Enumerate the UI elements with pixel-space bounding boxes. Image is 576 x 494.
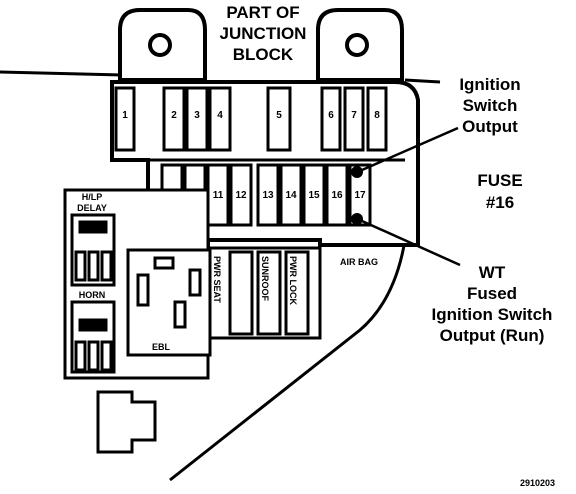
fuse-15-body — [302, 163, 326, 227]
panel-outline — [0, 70, 441, 482]
ignition-callout-1: Ignition — [459, 75, 520, 94]
fuse-6-body — [320, 86, 342, 152]
fuse-15: 15 — [302, 163, 326, 227]
ebl-relay — [126, 248, 212, 357]
wt-callout-1: WT — [479, 263, 506, 282]
fuse-7-body — [343, 86, 365, 152]
fuse-17-label: 17 — [354, 190, 366, 201]
fuse-4-label: 4 — [217, 110, 223, 121]
fuse-5: 5 — [266, 86, 292, 152]
fuse-13: 13 — [256, 163, 280, 227]
title-line-2: JUNCTION — [220, 24, 307, 43]
wt-callout-4: Output (Run) — [440, 326, 545, 345]
ignition-leader — [361, 126, 459, 172]
fuse-3-body — [185, 86, 209, 152]
pwr-seat-label: PWR SEAT — [212, 256, 222, 303]
fuse-4-body — [208, 86, 232, 152]
fuse-1-body — [114, 86, 136, 152]
fuse-1: 1 — [114, 86, 136, 152]
fuse-17: 17 — [348, 163, 372, 227]
lower-connector — [96, 390, 157, 454]
wt-leader — [361, 219, 461, 267]
ebl-label: EBL — [152, 342, 171, 352]
fuse-12-label: 12 — [235, 190, 247, 201]
fuse-8: 8 — [366, 86, 388, 152]
fuse-2-body — [162, 86, 186, 152]
mount-holes — [148, 33, 369, 57]
hlp-label-2: DELAY — [77, 203, 107, 213]
fuse-5-body — [266, 86, 292, 152]
fuse-6-label: 6 — [328, 110, 334, 121]
fuse-14-label: 14 — [285, 190, 297, 201]
wt-callout-3: Ignition Switch — [432, 305, 553, 324]
fuse-15-label: 15 — [308, 190, 320, 201]
fuse-16-terminal-bottom — [351, 213, 363, 225]
mount-ears — [118, 8, 404, 82]
hlp-delay-relay — [70, 213, 116, 287]
air-bag-label: AIR BAG — [340, 257, 378, 267]
fuse-4: 4 — [208, 86, 232, 152]
fuse-17-body — [348, 163, 372, 227]
ignition-callout-3: Output — [462, 117, 518, 136]
fuse-3: 3 — [185, 86, 209, 152]
fuse-14: 14 — [279, 163, 303, 227]
fuse-16-body — [325, 163, 349, 227]
sunroof-label: SUNROOF — [260, 256, 270, 302]
fuse-11-label: 11 — [213, 190, 224, 201]
fuse-callout-1: FUSE — [477, 171, 522, 190]
fuse-13-body — [256, 163, 280, 227]
fuse-callout-2: #16 — [486, 193, 514, 212]
fuse-12: 12 — [229, 163, 253, 227]
fuse-8-label: 8 — [374, 110, 380, 121]
fuse-12-body — [229, 163, 253, 227]
fuse-2: 2 — [162, 86, 186, 152]
fuse-16-label: 16 — [331, 190, 343, 201]
fuse-5-label: 5 — [276, 110, 282, 121]
top-fuse-row: 1 2 3 4 5 6 7 8 — [114, 86, 388, 152]
figure-id: 2910203 — [520, 478, 555, 488]
fuse-7-label: 7 — [351, 110, 357, 121]
horn-label: HORN — [79, 290, 106, 300]
fuse-11: 11 — [206, 163, 230, 227]
fuse-2-label: 2 — [171, 110, 177, 121]
horn-relay — [70, 300, 116, 374]
fuse-7: 7 — [343, 86, 365, 152]
hlp-label-1: H/LP — [82, 192, 103, 202]
fuse-3-label: 3 — [194, 110, 200, 121]
fuse-13-label: 13 — [262, 190, 274, 201]
fuse-6: 6 — [320, 86, 342, 152]
fuse-1-label: 1 — [122, 110, 128, 121]
title-line-1: PART OF — [226, 3, 299, 22]
fuse-14-body — [279, 163, 303, 227]
pwr-relay-group — [208, 246, 322, 340]
pwr-lock-label: PWR LOCK — [288, 256, 298, 305]
fuse-8-body — [366, 86, 388, 152]
ignition-callout-2: Switch — [463, 96, 518, 115]
fuse-16: 16 — [325, 163, 349, 227]
wt-callout-2: Fused — [467, 284, 517, 303]
title-line-3: BLOCK — [233, 45, 294, 64]
fuse-16-terminal-top — [351, 166, 363, 178]
